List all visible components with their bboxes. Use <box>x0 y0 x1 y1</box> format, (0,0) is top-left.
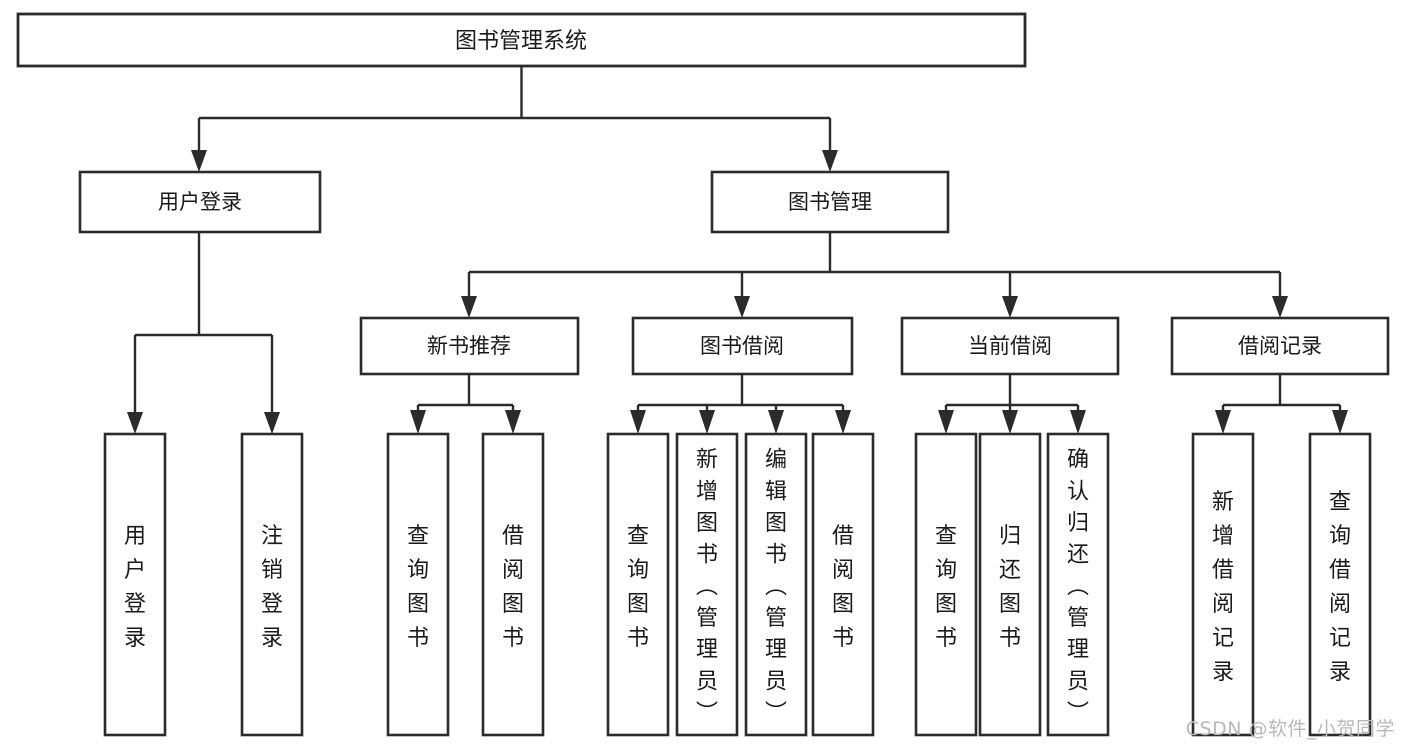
leaf-borrow-add-book-admin-label: 新增图书︵管理员︶ <box>696 448 718 726</box>
arrow-currentborrow-leaf-2 <box>1002 410 1018 434</box>
node-book-borrow-box <box>631 316 854 376</box>
connector-layer <box>127 66 1348 434</box>
leaf-logout[interactable]: 注销登录 <box>240 432 304 737</box>
leaf-current-query-book[interactable]: 查询图书 <box>914 432 978 737</box>
leaf-borrow-query-book[interactable]: 查询图书 <box>606 432 670 737</box>
leaf-current-confirm-return-admin-box <box>1046 432 1110 737</box>
leaf-borrow-add-book-admin-box <box>675 432 739 737</box>
leaf-user-login-box <box>103 432 167 737</box>
leaf-record-query-record-label: 查询借阅记录 <box>1329 490 1351 685</box>
leaf-borrow-borrow-book-box <box>811 432 875 737</box>
leaf-record-add-record-label: 新增借阅记录 <box>1212 490 1234 685</box>
node-new-book-recommend-box <box>359 316 580 376</box>
node-root-box <box>16 12 1027 68</box>
node-borrow-record-box <box>1170 316 1390 376</box>
arrow-to-book-manage <box>822 150 838 172</box>
arrow-bookborrow-leaf-3 <box>768 410 784 434</box>
arrow-to-book-borrow <box>734 296 750 318</box>
arrow-bookborrow-leaf-1 <box>630 410 646 434</box>
arrow-borrowrecord-leaf-1 <box>1215 410 1231 434</box>
node-book-management[interactable]: 图书管理 <box>710 170 950 234</box>
arrow-borrowrecord-leaf-2 <box>1332 410 1348 434</box>
node-root-book-management-system[interactable]: 图书管理系统 <box>16 12 1027 68</box>
leaf-borrow-query-book-label: 查询图书 <box>627 524 649 651</box>
leaf-newbook-borrow-book-box <box>481 432 545 737</box>
leaf-record-query-record[interactable]: 查询借阅记录 <box>1308 432 1372 737</box>
leaf-current-return-book-label: 归还图书 <box>999 524 1021 651</box>
leaf-borrow-edit-book-admin-label: 编辑图书︵管理员︶ <box>765 448 787 726</box>
leaf-borrow-borrow-book-label: 借阅图书 <box>832 524 854 651</box>
arrow-to-logout-leaf <box>264 412 280 434</box>
node-root-label: 图书管理系统 <box>455 29 587 54</box>
leaf-borrow-edit-book-admin[interactable]: 编辑图书︵管理员︶ <box>744 432 808 737</box>
node-user-login-box <box>78 170 322 234</box>
arrow-newbook-leaf-2 <box>505 410 521 434</box>
arrow-newbook-leaf-1 <box>410 410 426 434</box>
leaf-borrow-edit-book-admin-box <box>744 432 808 737</box>
node-user-login[interactable]: 用户登录 <box>78 170 322 234</box>
arrow-to-borrow-record <box>1272 296 1288 318</box>
leaf-record-query-record-box <box>1308 432 1372 737</box>
leaf-current-return-book-box <box>978 432 1042 737</box>
arrow-bookborrow-leaf-2 <box>699 410 715 434</box>
arrow-to-user-login-leaf <box>127 412 143 434</box>
node-book-management-label: 图书管理 <box>788 190 872 214</box>
arrow-currentborrow-leaf-3 <box>1070 410 1086 434</box>
node-book-borrow-label: 图书借阅 <box>700 334 784 358</box>
node-borrow-record-label: 借阅记录 <box>1238 334 1322 358</box>
leaf-borrow-add-book-admin[interactable]: 新增图书︵管理员︶ <box>675 432 739 737</box>
leaf-newbook-query-book-label: 查询图书 <box>407 524 429 651</box>
node-book-borrow[interactable]: 图书借阅 <box>631 316 854 376</box>
node-new-book-recommend-label: 新书推荐 <box>427 334 511 358</box>
leaf-current-confirm-return-admin[interactable]: 确认归还︵管理员︶ <box>1046 432 1110 737</box>
arrow-to-new-book-recommend <box>461 296 477 318</box>
leaf-current-return-book[interactable]: 归还图书 <box>978 432 1042 737</box>
csdn-watermark: CSDN @软件_小贺同学 <box>1185 718 1395 740</box>
node-user-login-label: 用户登录 <box>158 190 242 214</box>
leaf-layer: 用户登录 注销登录 查询图书 借阅图书 查询图书 新增图书 <box>103 432 1372 737</box>
leaf-newbook-query-book-box <box>386 432 450 737</box>
leaf-logout-label: 注销登录 <box>261 524 283 651</box>
arrow-currentborrow-leaf-1 <box>938 410 954 434</box>
node-new-book-recommend[interactable]: 新书推荐 <box>359 316 580 376</box>
leaf-user-login-label: 用户登录 <box>124 524 146 651</box>
leaf-newbook-borrow-book-label: 借阅图书 <box>502 524 524 651</box>
node-book-management-box <box>710 170 950 234</box>
leaf-newbook-query-book[interactable]: 查询图书 <box>386 432 450 737</box>
leaf-current-query-book-box <box>914 432 978 737</box>
node-current-borrow-label: 当前借阅 <box>968 334 1052 358</box>
leaf-newbook-borrow-book[interactable]: 借阅图书 <box>481 432 545 737</box>
leaf-logout-box <box>240 432 304 737</box>
arrow-to-current-borrow <box>1002 296 1018 318</box>
node-current-borrow[interactable]: 当前借阅 <box>900 316 1120 376</box>
leaf-current-confirm-return-admin-label: 确认归还︵管理员︶ <box>1067 448 1089 726</box>
leaf-current-query-book-label: 查询图书 <box>935 524 957 651</box>
arrow-bookborrow-leaf-4 <box>835 410 851 434</box>
leaf-user-login[interactable]: 用户登录 <box>103 432 167 737</box>
leaf-borrow-query-book-box <box>606 432 670 737</box>
arrow-to-user-login <box>191 150 207 172</box>
leaf-record-add-record[interactable]: 新增借阅记录 <box>1191 432 1255 737</box>
leaf-record-add-record-box <box>1191 432 1255 737</box>
leaf-borrow-borrow-book[interactable]: 借阅图书 <box>811 432 875 737</box>
node-borrow-record[interactable]: 借阅记录 <box>1170 316 1390 376</box>
node-current-borrow-box <box>900 316 1120 376</box>
